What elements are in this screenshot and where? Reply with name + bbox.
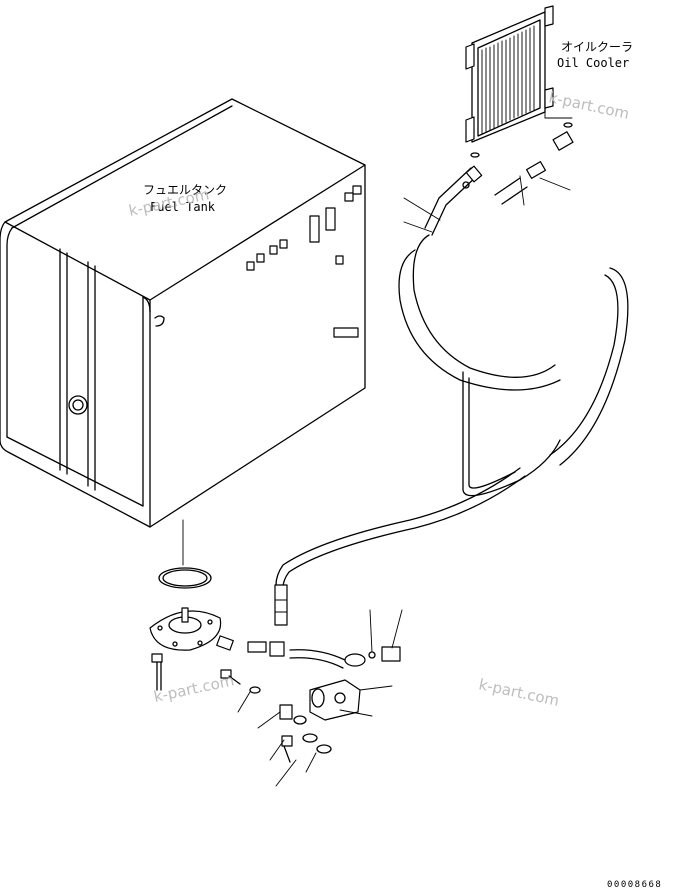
oil-cooler-label-en: Oil Cooler xyxy=(557,56,629,70)
tank-side-fittings xyxy=(246,185,362,338)
fuel-tank xyxy=(0,98,366,528)
tank-bottom-parts xyxy=(149,519,361,763)
oil-cooler-label-jp: オイルクーラ xyxy=(561,40,633,54)
leader-lines xyxy=(237,175,571,787)
watermark: k-part.com xyxy=(152,671,236,706)
hose-assembly xyxy=(274,131,629,669)
drawing-code: 00008668 xyxy=(607,880,662,890)
watermark: k-part.com xyxy=(477,675,561,710)
oil-cooler xyxy=(465,5,573,158)
fuel-tank-label-en: Fuel Tank xyxy=(150,200,216,214)
fuel-tank-label-jp: フュエルタンク xyxy=(143,183,227,197)
